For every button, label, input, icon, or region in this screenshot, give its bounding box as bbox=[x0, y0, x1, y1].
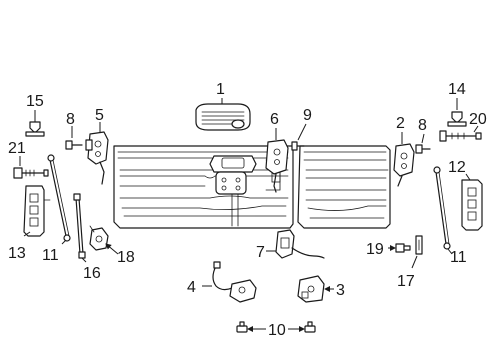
part-13-left-hinge bbox=[23, 185, 51, 237]
part-5-actuator bbox=[297, 275, 325, 303]
callout-19: 19 bbox=[366, 241, 384, 258]
part-2-right-latch bbox=[393, 143, 415, 187]
part-21-pivot-bolt bbox=[13, 167, 49, 179]
callout-9: 9 bbox=[303, 107, 312, 124]
part-11-left-cable bbox=[47, 154, 71, 242]
callout-3: 5 bbox=[95, 107, 104, 124]
callout-16: 16 bbox=[83, 265, 101, 282]
callout-13: 13 bbox=[8, 245, 26, 262]
callout-11-left: 11 bbox=[42, 247, 59, 264]
part-4-center-latch bbox=[265, 139, 289, 193]
part-8-right-bolt bbox=[415, 144, 431, 154]
part-12-right-hinge bbox=[461, 179, 483, 231]
callout-18: 18 bbox=[117, 249, 135, 266]
part-8-left-bolt bbox=[65, 140, 83, 150]
part-10-bumpers bbox=[236, 321, 316, 333]
part-6-harness bbox=[212, 261, 257, 303]
part-16-strut bbox=[73, 193, 86, 259]
callout-6: 4 bbox=[187, 279, 196, 296]
callout-8-right: 8 bbox=[418, 117, 427, 134]
callout-14: 14 bbox=[448, 81, 466, 98]
part-20-pivot-bolt bbox=[439, 130, 482, 142]
callout-21: 21 bbox=[8, 140, 26, 157]
callout-2: 2 bbox=[396, 115, 405, 132]
part-19-nut bbox=[395, 243, 411, 253]
callout-8-left: 8 bbox=[66, 111, 75, 128]
callout-11-right: 11 bbox=[450, 249, 467, 266]
part-17-bracket bbox=[415, 235, 423, 255]
part-18-lock bbox=[89, 225, 109, 251]
callout-10: 10 bbox=[268, 322, 286, 339]
callout-12: 12 bbox=[448, 159, 466, 176]
part-14-clip bbox=[447, 111, 467, 127]
part-15-clip bbox=[25, 121, 45, 137]
part-9-bolt bbox=[291, 141, 305, 151]
part-3-left-latch bbox=[85, 131, 109, 185]
part-7-cable bbox=[275, 229, 325, 259]
tailgate-panel-left bbox=[113, 145, 294, 229]
callout-17: 17 bbox=[397, 273, 415, 290]
part-1-camera-housing bbox=[195, 103, 251, 131]
callout-15: 15 bbox=[26, 93, 44, 110]
tailgate-panel-right bbox=[297, 145, 391, 229]
callout-4: 6 bbox=[270, 111, 279, 128]
callout-5: 3 bbox=[336, 282, 345, 299]
callout-7: 7 bbox=[256, 244, 265, 261]
callout-20: 20 bbox=[469, 111, 487, 128]
callout-1: 1 bbox=[216, 81, 225, 98]
part-11-right-cable bbox=[433, 166, 451, 250]
